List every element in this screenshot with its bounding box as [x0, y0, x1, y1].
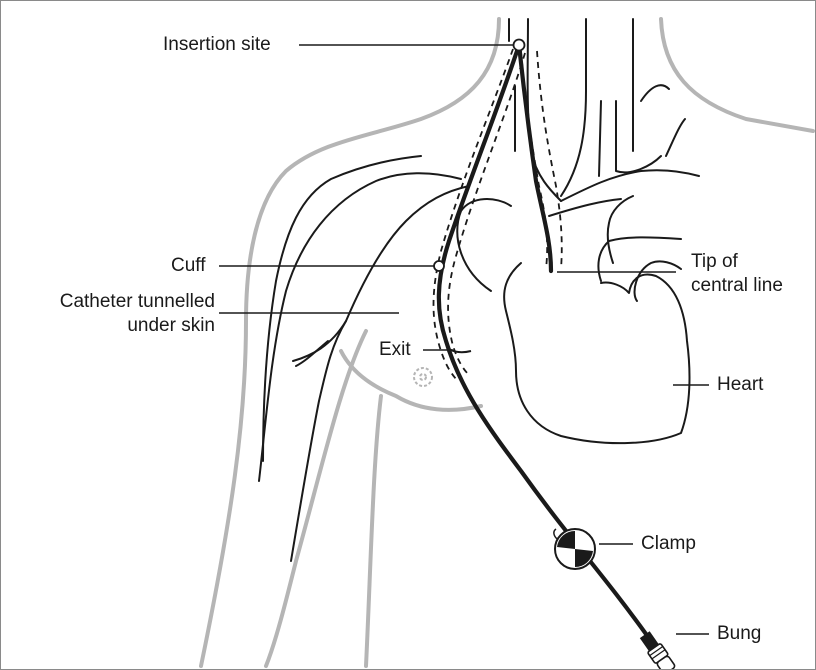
cuff-marker: [434, 261, 444, 271]
catheter: [439, 45, 651, 641]
vessels: [259, 19, 699, 561]
nipple: [414, 368, 432, 386]
label-insertion-site: Insertion site: [163, 34, 271, 56]
label-exit: Exit: [379, 339, 411, 361]
label-catheter-line2: under skin: [35, 315, 215, 337]
label-tip-line1: Tip of: [691, 251, 738, 273]
label-heart: Heart: [717, 374, 763, 396]
label-cuff: Cuff: [171, 255, 206, 277]
insertion-site-marker: [514, 40, 525, 51]
label-tip-line2: central line: [691, 275, 783, 297]
leader-lines: [219, 45, 709, 634]
body-outline: [201, 19, 813, 666]
clamp-icon: [554, 529, 595, 569]
label-catheter-line1: Catheter tunnelled: [35, 291, 215, 313]
label-bung: Bung: [717, 623, 761, 645]
label-clamp: Clamp: [641, 533, 696, 555]
bung-icon: [638, 630, 676, 670]
